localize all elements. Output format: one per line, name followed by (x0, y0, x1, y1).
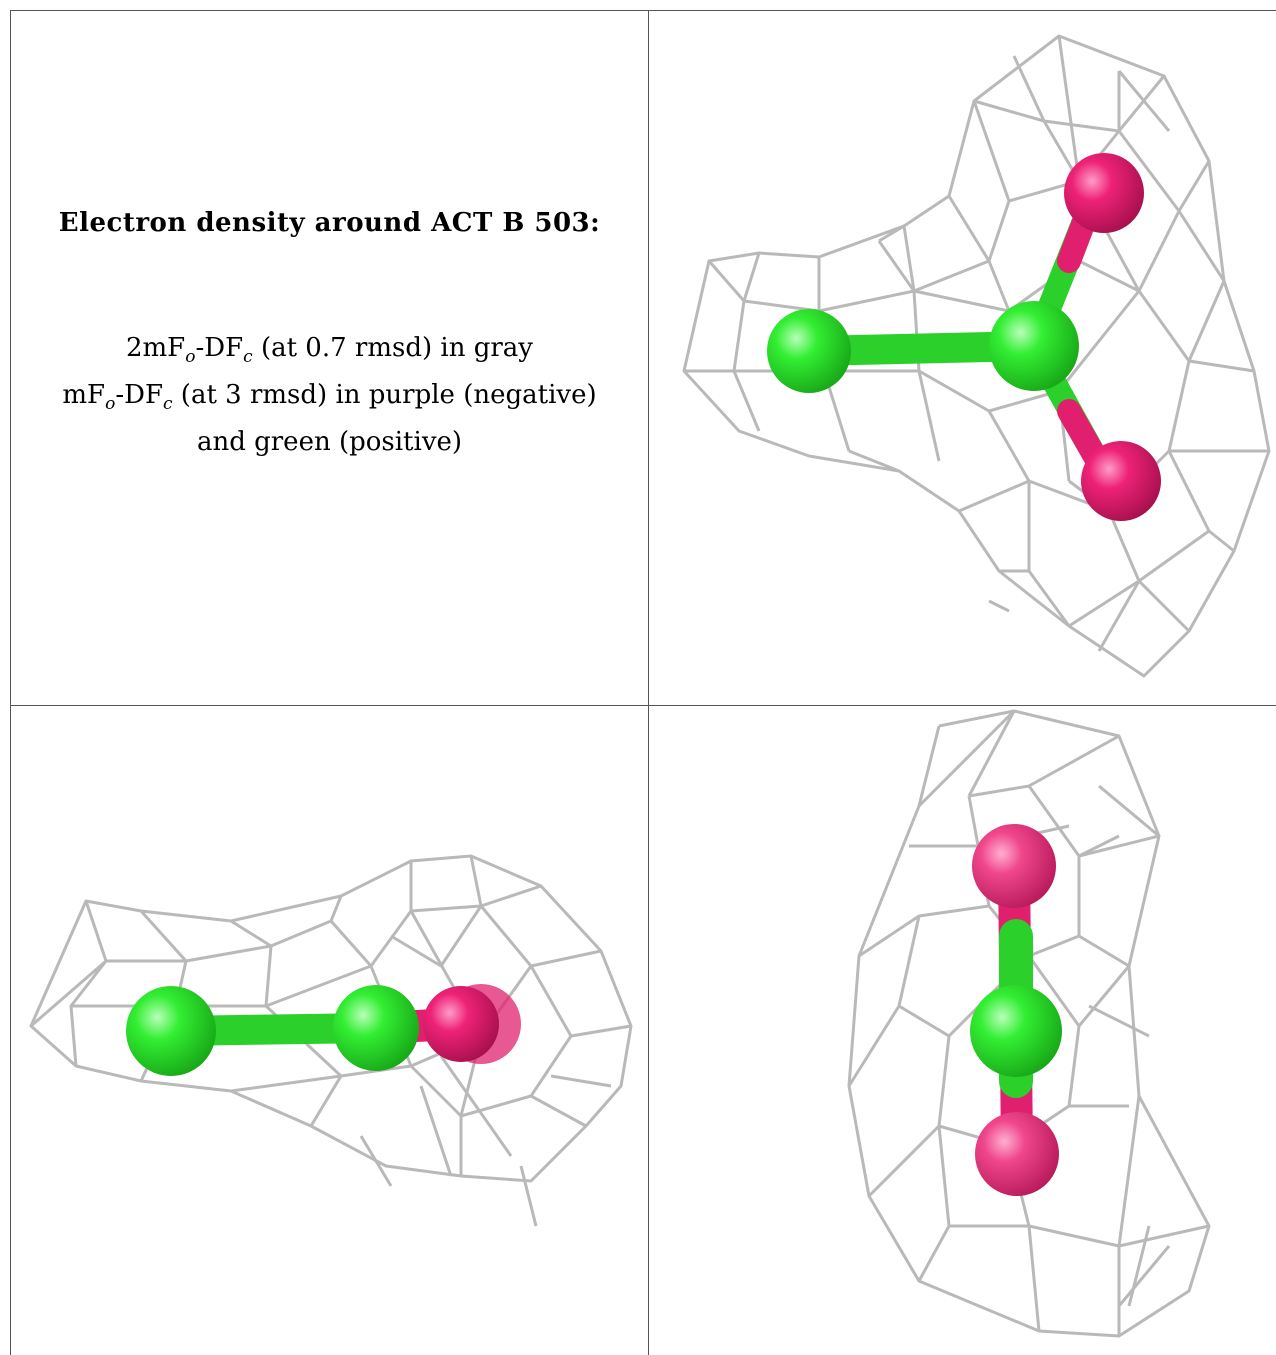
caption-description: 2mFo-DFc (at 0.7 rmsd) in gray mFo-DFc (… (11, 329, 648, 461)
panel-bottom-right (649, 706, 1276, 1355)
border-left (10, 10, 11, 1355)
molecule-act (767, 153, 1161, 521)
molecule-act (126, 984, 521, 1076)
border-middle-horizontal (10, 705, 1276, 706)
atom-oxygen-front (423, 986, 499, 1062)
atom-oxygen-1 (1064, 153, 1144, 233)
density-view-1 (682, 34, 1271, 678)
caption-cell: Electron density around ACT B 503: 2mFo-… (11, 11, 648, 705)
density-view-3 (847, 709, 1211, 1338)
caption-line-2: mFo-DFc (at 3 rmsd) in purple (negative) (62, 380, 597, 415)
atom-carbon-carboxyl (989, 301, 1079, 391)
border-middle-vertical (648, 10, 649, 1355)
caption-title: Electron density around ACT B 503: (58, 208, 601, 238)
atom-oxygen-top (972, 824, 1056, 908)
atom-carbon-carboxyl (333, 985, 419, 1071)
mesh-gray (29, 854, 633, 1227)
panel-top-right (649, 11, 1276, 705)
molecule-act (970, 824, 1062, 1196)
atom-oxygen-2 (1081, 441, 1161, 521)
caption-line-3: and green (positive) (196, 427, 463, 458)
atom-carbon-center (970, 985, 1062, 1077)
atom-carbon-methyl (767, 309, 851, 393)
atom-carbon-methyl (126, 986, 216, 1076)
atom-oxygen-bottom (975, 1112, 1059, 1196)
border-top (10, 10, 1276, 11)
caption-line-1: 2mFo-DFc (at 0.7 rmsd) in gray (125, 333, 533, 368)
figure-grid: Electron density around ACT B 503: 2mFo-… (10, 10, 1276, 1355)
density-view-2 (29, 854, 633, 1227)
panel-bottom-left (11, 706, 648, 1355)
